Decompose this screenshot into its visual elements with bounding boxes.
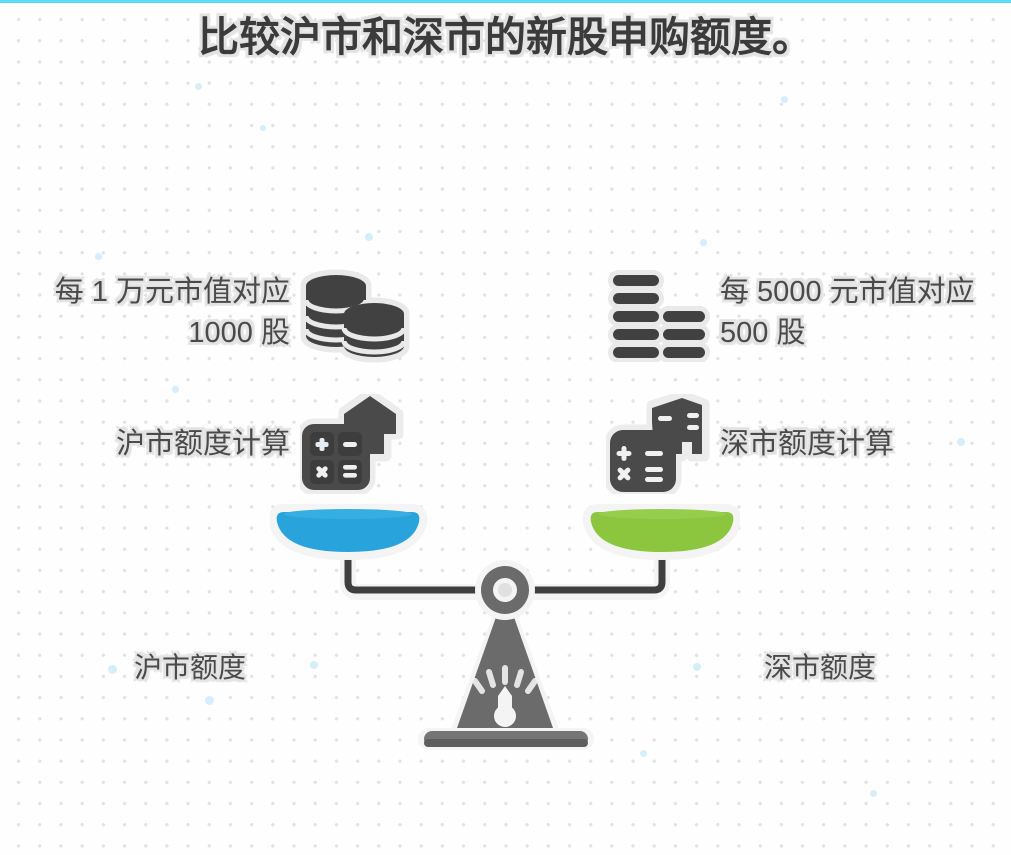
decorative-dot bbox=[95, 253, 102, 260]
page-title: 比较沪市和深市的新股申购额度。 bbox=[198, 14, 813, 60]
right-pan-label: 深市额度 bbox=[763, 652, 876, 683]
decorative-dot bbox=[640, 750, 647, 757]
decorative-dot bbox=[195, 83, 202, 90]
decorative-dot bbox=[260, 125, 266, 131]
left-pan bbox=[268, 504, 428, 560]
decorative-dot bbox=[700, 239, 707, 246]
coin-bars-icon bbox=[608, 270, 710, 367]
right-pan-surface bbox=[590, 512, 734, 552]
decorative-dot bbox=[870, 790, 877, 797]
decorative-dot bbox=[781, 96, 788, 103]
left-pan-label: 沪市额度 bbox=[133, 652, 246, 683]
right-calc-label: 深市额度计算 bbox=[720, 428, 895, 460]
calculator-building-icon bbox=[604, 390, 712, 499]
balance-scale bbox=[268, 500, 742, 775]
decorative-dot bbox=[205, 696, 214, 705]
decorative-dot bbox=[172, 386, 179, 393]
left-pan-surface bbox=[276, 512, 420, 552]
calculator-house-icon bbox=[296, 388, 404, 499]
left-calc-label: 沪市额度计算 bbox=[115, 428, 290, 460]
right-pan bbox=[582, 504, 742, 560]
top-accent-strip bbox=[0, 0, 1011, 3]
left-ratio-label: 每 1 万元市值对应 1000 股 bbox=[54, 276, 290, 349]
decorative-dot bbox=[957, 438, 965, 446]
decorative-dot bbox=[693, 663, 701, 671]
right-ratio-label: 每 5000 元市值对应 500 股 bbox=[720, 276, 975, 349]
decorative-dot bbox=[310, 661, 318, 669]
decorative-dot bbox=[108, 665, 117, 674]
scale-stand bbox=[450, 596, 560, 732]
decorative-dot bbox=[365, 233, 373, 241]
coin-stack-icon bbox=[300, 268, 410, 369]
